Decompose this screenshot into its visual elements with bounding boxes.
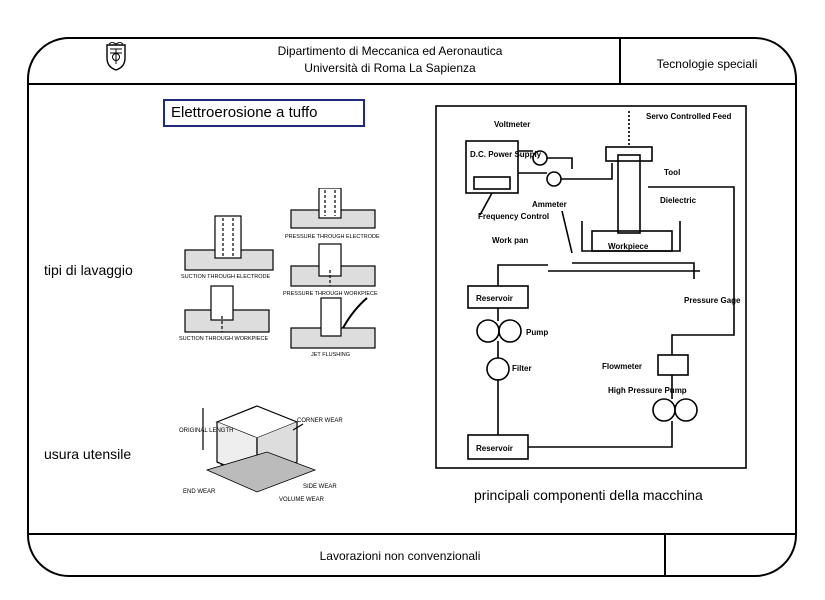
header-university: Università di Roma La Sapienza xyxy=(304,61,476,75)
header-right-divider xyxy=(619,38,621,84)
tool-wear-figure: ORIGINAL LENGTH CORNER WEAR SIDE WEAR EN… xyxy=(179,405,343,503)
caption-suction-electrode: SUCTION THROUGH ELECTRODE xyxy=(181,274,270,280)
label-dielectric: Dielectric xyxy=(660,196,697,205)
label-pressure-gage: Pressure Gage xyxy=(684,296,741,305)
header-divider xyxy=(28,83,796,85)
footer-text: Lavorazioni non convenzionali xyxy=(319,549,481,563)
label-original-length: ORIGINAL LENGTH xyxy=(179,428,233,434)
label-flushing-types: tipi di lavaggio xyxy=(44,262,133,278)
label-volume-wear: VOLUME WEAR xyxy=(279,497,325,503)
label-power-supply: D.C. Power Supply xyxy=(470,150,542,159)
label-reservoir-top: Reservoir xyxy=(476,294,513,303)
label-flowmeter: Flowmeter xyxy=(602,362,642,371)
machine-caption: principali componenti della macchina xyxy=(474,487,703,503)
header-department: Dipartimento di Meccanica ed Aeronautica xyxy=(277,44,503,58)
label-work-pan: Work pan xyxy=(492,236,528,245)
label-end-wear: END WEAR xyxy=(183,489,216,495)
label-side-wear: SIDE WEAR xyxy=(303,484,337,490)
label-tool: Tool xyxy=(664,168,680,177)
university-crest-icon xyxy=(106,42,126,71)
label-reservoir-bottom: Reservoir xyxy=(476,444,513,453)
footer-divider xyxy=(28,533,796,535)
flushing-types-figure: SUCTION THROUGH ELECTRODE PRESSURE THROU… xyxy=(179,188,380,358)
label-frequency-control: Frequency Control xyxy=(478,212,549,221)
caption-jet-flushing: JET FLUSHING xyxy=(311,352,350,358)
header-course-title: Tecnologie speciali xyxy=(656,57,758,71)
label-workpiece: Workpiece xyxy=(608,242,649,251)
slide-frame xyxy=(27,37,797,577)
label-pump: Pump xyxy=(526,328,548,337)
footer-right-divider xyxy=(664,533,666,576)
caption-pressure-electrode: PRESSURE THROUGH ELECTRODE xyxy=(285,234,380,240)
caption-pressure-workpiece: PRESSURE THROUGH WORKPIECE xyxy=(283,291,378,297)
label-voltmeter: Voltmeter xyxy=(494,120,530,129)
label-servo-feed: Servo Controlled Feed xyxy=(646,112,731,121)
label-filter: Filter xyxy=(512,364,532,373)
label-hp-pump: High Pressure Pump xyxy=(608,386,687,395)
slide-title: Elettroerosione a tuffo xyxy=(163,99,365,127)
caption-suction-workpiece: SUCTION THROUGH WORKPIECE xyxy=(179,336,268,342)
label-corner-wear: CORNER WEAR xyxy=(297,418,343,424)
edm-machine-diagram: Voltmeter Servo Controlled Feed D.C. Pow… xyxy=(435,105,747,469)
label-tool-wear: usura utensile xyxy=(44,446,132,462)
label-ammeter: Ammeter xyxy=(532,200,567,209)
